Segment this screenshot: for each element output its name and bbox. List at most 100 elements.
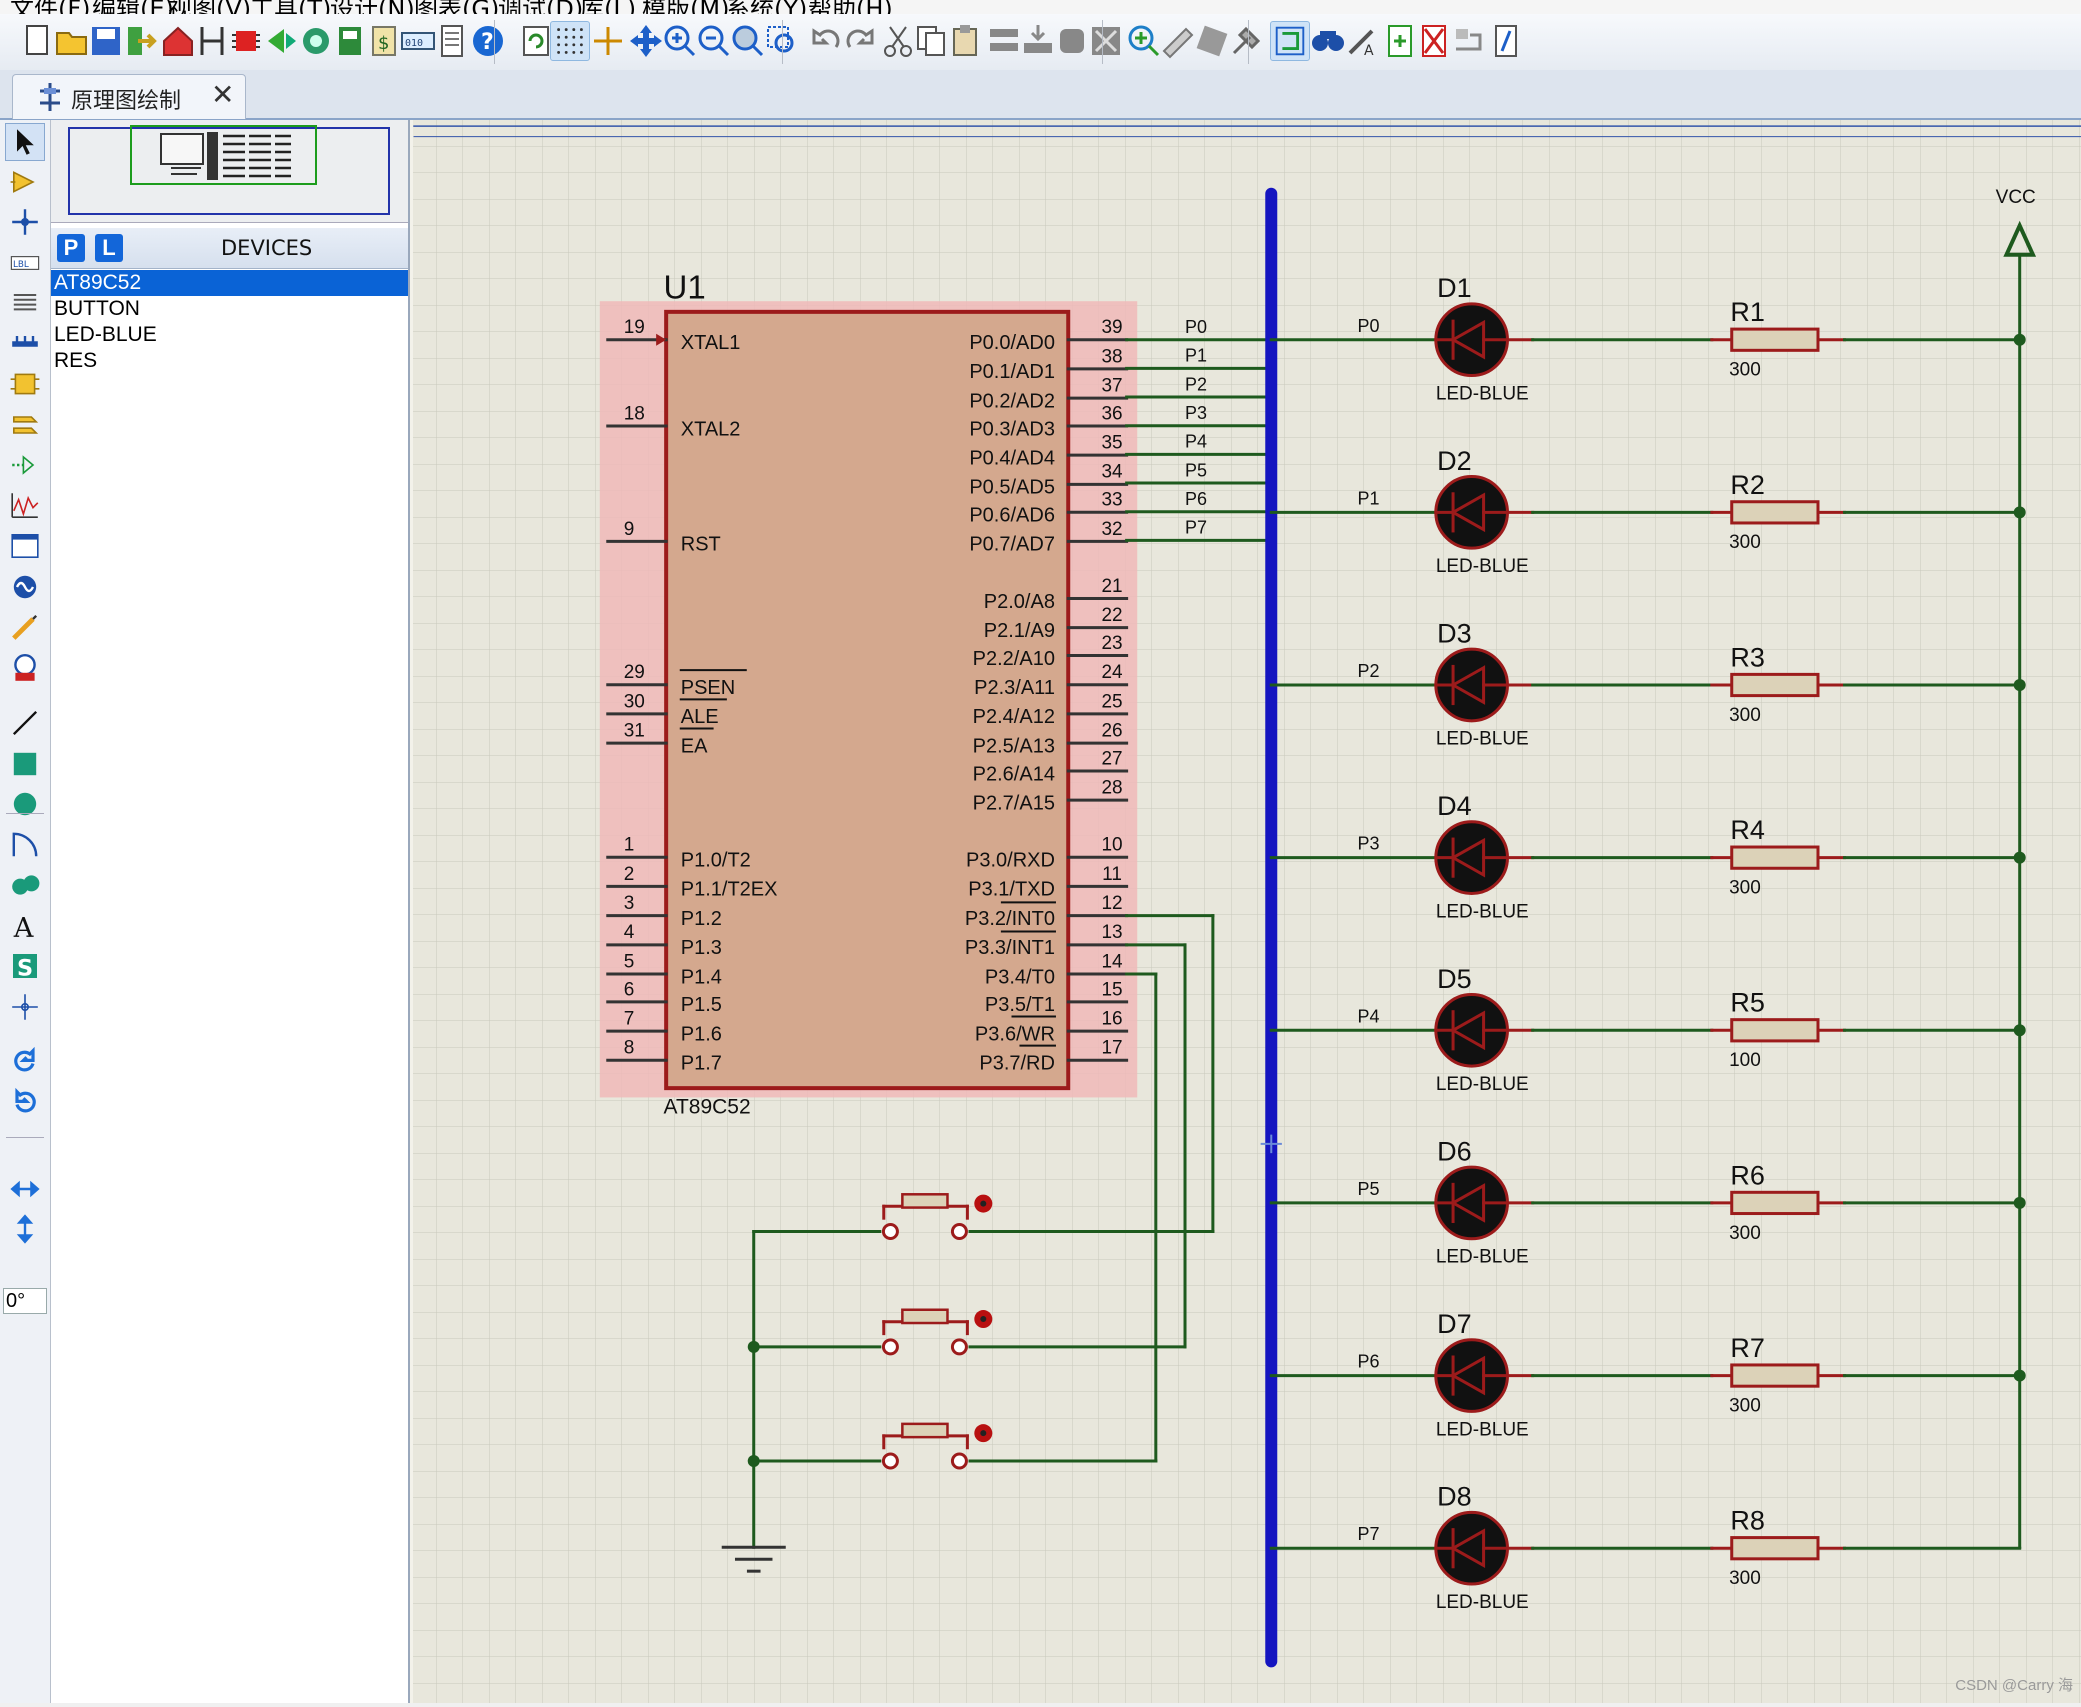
code-icon[interactable]: 010	[398, 21, 438, 61]
device-pin-icon[interactable]	[5, 446, 45, 484]
menu-item-0[interactable]: 文件(F)	[10, 0, 91, 14]
netlist-icon[interactable]	[192, 21, 232, 61]
menu-item-1[interactable]: 编辑(E)	[92, 0, 174, 14]
arc-2d-icon[interactable]	[5, 826, 45, 864]
help-icon[interactable]: ?	[468, 21, 508, 61]
undo-icon[interactable]	[806, 21, 846, 61]
box-2d-icon[interactable]	[5, 745, 45, 783]
junction-mode-icon[interactable]	[5, 203, 45, 241]
marker-2d-icon[interactable]	[5, 988, 45, 1026]
home-icon[interactable]	[158, 21, 198, 61]
menu-item-4[interactable]: 设计(N)	[330, 0, 415, 14]
graph-mode-icon[interactable]	[5, 487, 45, 525]
menu-item-7[interactable]: 库(L)	[580, 0, 637, 14]
button-contact	[950, 1222, 968, 1240]
menu-item-9[interactable]: 系统(Y)	[726, 0, 808, 14]
menu-item-5[interactable]: 图表(G)	[414, 0, 500, 14]
schematic-drawing[interactable]: U1AT89C5219XTAL118XTAL29RST29PSEN30ALE31…	[410, 120, 2081, 1703]
remove-sheet-icon[interactable]	[1414, 21, 1454, 61]
mcu-pin-name: P3.1/TXD	[968, 879, 1055, 901]
device-item[interactable]: RES	[54, 349, 98, 372]
decompose-icon[interactable]	[1226, 21, 1266, 61]
import-icon[interactable]	[120, 21, 160, 61]
make-device-icon[interactable]	[1158, 21, 1198, 61]
menu-item-3[interactable]: 工具(T)	[250, 0, 332, 14]
generator-icon[interactable]	[5, 568, 45, 606]
voltage-probe-icon[interactable]	[5, 608, 45, 646]
wire-autoroute-icon[interactable]	[1270, 21, 1310, 61]
document-icon[interactable]	[432, 21, 472, 61]
open-folder-icon[interactable]	[52, 21, 92, 61]
save-icon[interactable]	[86, 21, 126, 61]
line-2d-icon[interactable]	[5, 704, 45, 742]
grid-icon[interactable]	[550, 21, 590, 61]
component-mode-icon[interactable]	[5, 163, 45, 201]
tool-separator	[6, 813, 44, 815]
exit-parent-icon[interactable]	[1448, 21, 1488, 61]
pan-icon[interactable]	[626, 21, 666, 61]
symbol-2d-icon[interactable]: S	[5, 947, 45, 985]
chip-icon[interactable]	[226, 21, 266, 61]
property-tool-icon[interactable]: A	[1342, 21, 1382, 61]
cut-icon[interactable]	[878, 21, 918, 61]
pick-device-button[interactable]: P	[57, 234, 85, 262]
3d-view-icon[interactable]	[296, 21, 336, 61]
text-2d-icon[interactable]: A	[5, 907, 45, 945]
block-move-icon[interactable]	[1018, 21, 1058, 61]
paste-icon[interactable]	[946, 21, 986, 61]
rotate-cw-icon[interactable]	[5, 1043, 45, 1081]
zoom-area-icon[interactable]	[762, 21, 802, 61]
menu-item-2[interactable]: 视图(V)	[168, 0, 252, 14]
zoom-all-icon[interactable]	[728, 21, 768, 61]
devices-title: DEVICES	[221, 236, 313, 260]
mcu-pin-num: 28	[1101, 778, 1122, 799]
bom-icon[interactable]	[262, 21, 302, 61]
rotate-ccw-icon[interactable]	[5, 1084, 45, 1122]
device-item[interactable]: BUTTON	[54, 297, 140, 320]
redo-icon[interactable]	[840, 21, 880, 61]
menu-item-10[interactable]: 帮助(H)	[808, 0, 893, 14]
mcu-pin-name: P0.3/AD3	[969, 418, 1055, 440]
text-script-icon[interactable]	[5, 284, 45, 322]
tab-schematic[interactable]: 原理图绘制 ✕	[12, 74, 246, 119]
new-file-icon[interactable]	[18, 21, 58, 61]
cost-icon[interactable]: $	[364, 21, 404, 61]
select-mode-icon[interactable]	[5, 122, 45, 161]
pick-part-icon[interactable]	[1124, 21, 1164, 61]
mirror-y-icon[interactable]	[5, 1210, 45, 1248]
block-copy-icon[interactable]	[984, 21, 1024, 61]
rotation-input[interactable]	[3, 1288, 47, 1314]
menu-item-6[interactable]: 调试(D)	[498, 0, 584, 14]
tape-recorder-icon[interactable]	[5, 527, 45, 565]
led-ref: D2	[1437, 446, 1472, 476]
close-icon[interactable]: ✕	[211, 78, 235, 111]
menu-item-8[interactable]: 模版(M)	[642, 0, 730, 14]
block-delete-icon[interactable]	[1086, 21, 1126, 61]
bus-mode-icon[interactable]	[5, 325, 45, 363]
origin-icon[interactable]	[588, 21, 628, 61]
zoom-out-icon[interactable]	[694, 21, 734, 61]
device-item[interactable]: LED-BLUE	[54, 323, 157, 346]
resistor-body	[1730, 672, 1820, 698]
pcb-icon[interactable]	[330, 21, 370, 61]
search-icon[interactable]	[1308, 21, 1348, 61]
mirror-x-icon[interactable]	[5, 1170, 45, 1208]
packaging-icon[interactable]	[1192, 21, 1232, 61]
refresh-icon[interactable]	[516, 21, 556, 61]
tab-bar: 原理图绘制 ✕	[0, 70, 2081, 120]
device-item[interactable]: AT89C52	[51, 270, 408, 296]
overview-window[interactable]	[51, 120, 408, 223]
copy-icon[interactable]	[912, 21, 952, 61]
block-rotate-icon[interactable]	[1052, 21, 1092, 61]
subcircuit-icon[interactable]	[5, 365, 45, 403]
terminal-icon[interactable]	[5, 406, 45, 444]
design-explorer-icon[interactable]	[1486, 21, 1526, 61]
path-2d-icon[interactable]	[5, 866, 45, 904]
circle-2d-icon[interactable]	[5, 785, 45, 823]
wire-label-icon[interactable]: LBL	[5, 244, 45, 282]
virtual-instrument-icon[interactable]	[5, 649, 45, 687]
new-sheet-icon[interactable]	[1380, 21, 1420, 61]
library-manager-button[interactable]: L	[95, 234, 123, 262]
zoom-in-icon[interactable]	[660, 21, 700, 61]
